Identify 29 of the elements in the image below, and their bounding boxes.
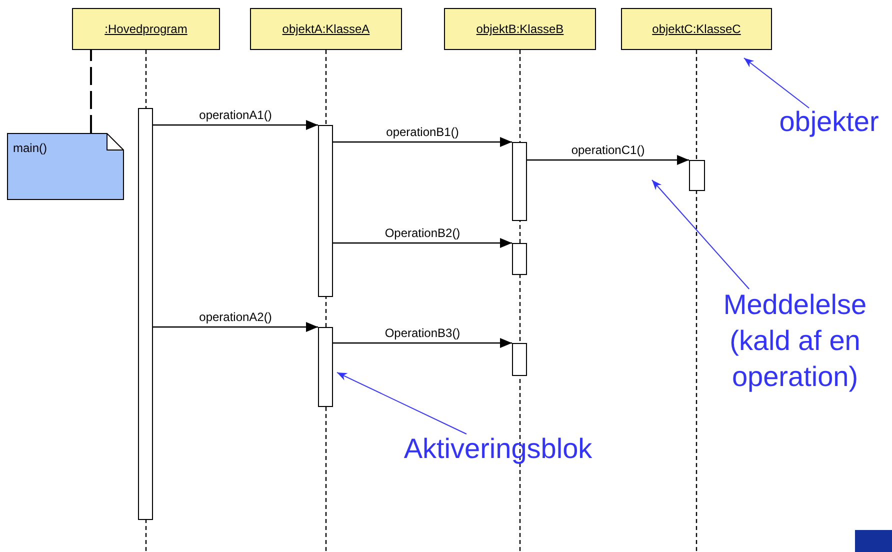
- object-name: objektB:KlasseB: [476, 21, 564, 38]
- leader-line: [744, 58, 810, 108]
- activation-bar: [138, 108, 153, 520]
- activation-bar: [512, 243, 527, 275]
- message-arrow: [153, 322, 318, 332]
- object-box: [72, 8, 220, 50]
- object-name: objektA:KlasseA: [282, 21, 370, 38]
- object-box: [250, 8, 402, 50]
- object-box: [444, 8, 596, 50]
- leader-line: [652, 180, 750, 290]
- message-arrow: [527, 155, 689, 165]
- message-arrow: [333, 338, 512, 348]
- annotation-text: Meddelelse (kald af en operation): [722, 288, 868, 394]
- activation-bar: [318, 125, 333, 297]
- message-arrow: [153, 120, 318, 130]
- message-arrow: [333, 238, 512, 248]
- activation-bar: [318, 327, 333, 407]
- annotation-text: Aktiveringsblok: [404, 432, 592, 466]
- object-box: [621, 8, 772, 50]
- annotation-text: objekter: [779, 105, 879, 139]
- object-name: :Hovedprogram: [104, 21, 188, 38]
- message-arrow: [333, 137, 512, 147]
- activation-bar: [512, 142, 527, 221]
- object-name: objektC:KlasseC: [652, 21, 741, 38]
- dashed-connector: [90, 50, 92, 133]
- activation-bar: [512, 343, 527, 376]
- note-text: main(): [13, 140, 48, 157]
- activation-bar: [689, 160, 705, 191]
- leader-line: [336, 372, 467, 434]
